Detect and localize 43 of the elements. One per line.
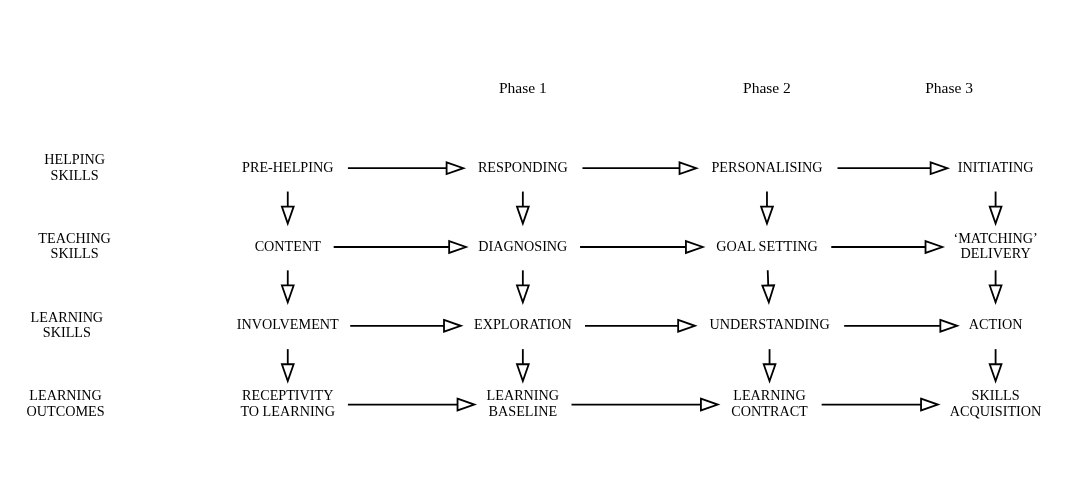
node-text: RECEPTIVITY TO LEARNING <box>240 386 336 419</box>
node-text: EXPLORATION <box>473 315 572 332</box>
arrow <box>570 396 721 412</box>
label: Phase 1 <box>498 78 547 96</box>
node-text: INITIATING <box>957 158 1034 175</box>
node-text: ACTION <box>968 315 1023 332</box>
node-text: CONTENT <box>254 237 321 254</box>
label: LEARNING SKILLS <box>30 308 104 340</box>
node-text: SKILLS ACQUISITION <box>949 386 1042 419</box>
arrow <box>349 318 464 333</box>
label: TEACHING SKILLS <box>38 229 111 261</box>
node-text: LEARNING CONTRACT <box>731 386 808 419</box>
label: LEARNING OUTCOMES <box>26 386 105 419</box>
arrow <box>584 318 698 333</box>
node-text: ‘MATCHING’ DELIVERY <box>953 229 1038 261</box>
arrow <box>759 190 775 226</box>
arrow <box>579 239 706 254</box>
label: HELPING SKILLS <box>44 150 105 183</box>
node-text: PRE-HELPING <box>242 158 334 175</box>
arrow <box>820 396 941 412</box>
node-text: INVOLVEMENT <box>236 315 339 332</box>
label: Phase 2 <box>743 78 791 96</box>
node-text: PERSONALISING <box>711 158 823 175</box>
arrow <box>347 396 478 412</box>
node-text: LEARNING BASELINE <box>486 386 560 419</box>
arrow <box>830 239 946 254</box>
arrow <box>515 347 530 384</box>
label: Phase 3 <box>925 78 973 96</box>
node-text: DIAGNOSING <box>478 237 568 254</box>
node-text: GOAL SETTING <box>716 237 818 254</box>
arrow <box>761 268 776 305</box>
node-text: UNDERSTANDING <box>709 315 830 332</box>
arrow <box>581 160 700 175</box>
node-text: RESPONDING <box>477 158 568 175</box>
arrow <box>515 268 530 305</box>
arrow <box>347 160 467 175</box>
arrow <box>836 160 951 175</box>
arrow <box>280 347 295 384</box>
arrow <box>280 268 295 305</box>
arrow <box>280 190 295 226</box>
arrow <box>515 190 530 226</box>
arrow <box>332 239 469 254</box>
arrow <box>843 318 960 333</box>
